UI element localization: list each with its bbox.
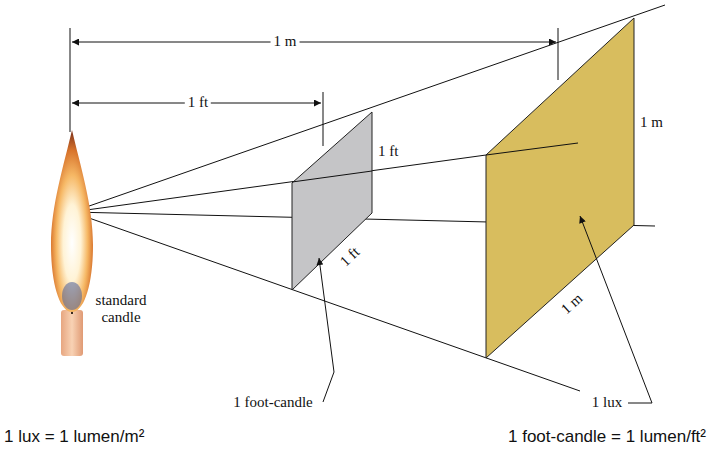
light-ray [486,143,578,155]
side-length-label: 1 ft [337,244,364,271]
dimension-label: 1 ft [185,94,211,111]
side-length-label: 1 m [558,290,587,318]
candle-label: standard candle [88,292,154,327]
metre-square [486,18,634,358]
light-ray [72,5,665,391]
formula-text: 1 foot-candle = 1 lumen/ft² [508,427,706,447]
formula-text: 1 lux = 1 lumen/m² [4,427,144,447]
dimension-label: 1 m [271,33,300,50]
leader-line [319,216,652,403]
dimension-line [70,28,558,146]
side-length-label: 1 ft [378,143,398,160]
light-ray [292,171,372,182]
foot-square [292,112,372,290]
candle-icon [51,130,93,356]
side-length-label: 1 m [640,114,663,131]
callout-label: 1 lux [592,394,622,411]
callout-label: 1 foot-candle [233,394,313,411]
